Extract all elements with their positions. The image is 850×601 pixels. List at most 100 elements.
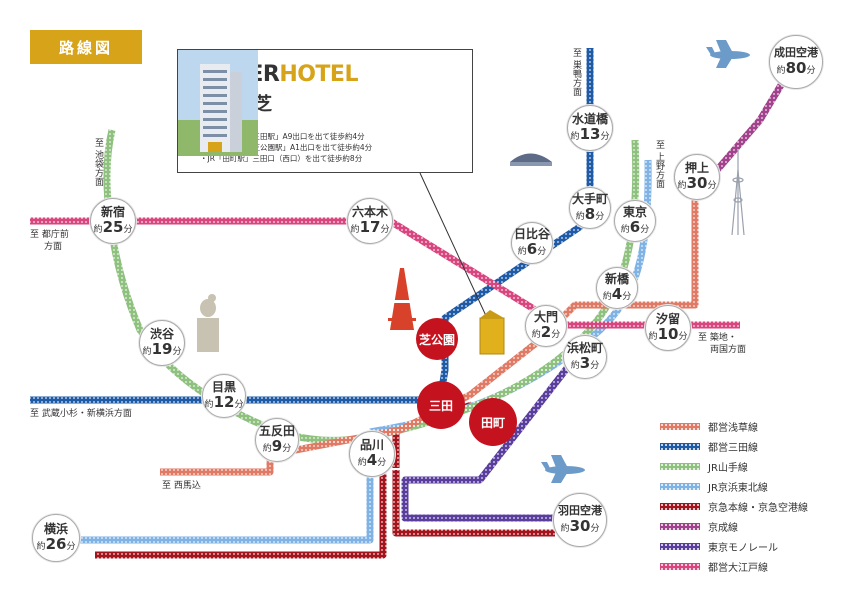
station-travel-time: 約13分 <box>571 126 610 145</box>
station-name: 六本木 <box>351 204 388 219</box>
time-prefix: 約 <box>350 224 360 235</box>
legend-item: JR京浜東北線 <box>660 478 850 496</box>
time-unit: 分 <box>172 346 182 357</box>
access-line: ・JR「田町駅」三田口（西口）を出て徒歩約8分 <box>200 154 363 163</box>
station-shiodome: 汐留約10分 <box>645 305 691 351</box>
station-travel-time: 約12分 <box>205 394 244 413</box>
station-travel-time: 約80分 <box>777 60 816 79</box>
hotel-station-mita: 三田 <box>417 381 465 429</box>
station-shinjuku: 新宿約25分 <box>90 198 136 244</box>
hotel-building-photo <box>178 50 258 156</box>
station-travel-time: 約2分 <box>532 324 560 343</box>
station-name: 渋谷 <box>149 326 174 341</box>
hotel-station-shibakoen: 芝公園 <box>416 318 458 360</box>
time-minutes: 17 <box>359 217 381 236</box>
station-travel-time: 約9分 <box>263 438 291 457</box>
station-travel-time: 約6分 <box>518 241 546 260</box>
airplane-icon-narita <box>706 40 750 68</box>
time-unit: 分 <box>640 224 650 235</box>
station-name: 浜松町 <box>566 340 603 355</box>
access-line: ・都営地下鉄「芝公園駅」A1出口を出て徒歩約4分 <box>200 143 373 152</box>
hotel-marker-icon <box>479 310 505 355</box>
station-hibiya: 日比谷約6分 <box>511 222 553 264</box>
time-minutes: 26 <box>45 534 67 553</box>
yamanote-line <box>103 129 640 444</box>
direction-tochomae-2: 方面 <box>44 242 63 252</box>
time-minutes: 2 <box>540 322 552 341</box>
station-oshiage: 押上約30分 <box>674 154 720 200</box>
station-shibuya: 渋谷約19分 <box>139 320 185 366</box>
legend-swatch <box>660 503 700 510</box>
station-yokohama: 横浜約26分 <box>32 514 80 562</box>
time-unit: 分 <box>590 360 600 371</box>
time-prefix: 約 <box>357 457 367 468</box>
time-prefix: 約 <box>570 131 580 142</box>
station-name: 押上 <box>684 160 709 175</box>
map-title: 路線図 <box>30 30 142 64</box>
station-name: 日比谷 <box>513 226 550 241</box>
time-prefix: 約 <box>776 65 786 76</box>
station-name: 目黒 <box>211 379 236 394</box>
time-prefix: 約 <box>575 211 585 222</box>
hotel-station-tamachi: 田町 <box>469 398 517 446</box>
station-name: 大門 <box>533 309 558 324</box>
direction-tsukiji-2: 両国方面 <box>710 345 747 355</box>
direction-tsukiji: 至 築地・ <box>698 333 737 343</box>
time-prefix: 約 <box>142 346 152 357</box>
hachiko-statue-icon <box>197 294 219 352</box>
time-unit: 分 <box>380 224 390 235</box>
station-roppongi: 六本木約17分 <box>347 198 393 244</box>
time-unit: 分 <box>595 211 605 222</box>
direction-sugamo: 至 巣鴨方面 <box>571 48 581 96</box>
station-travel-time: 約10分 <box>649 326 688 345</box>
time-prefix: 約 <box>570 360 580 371</box>
time-unit: 分 <box>282 443 292 454</box>
station-hamamatsucho: 浜松町約3分 <box>563 335 607 379</box>
legend-label: 都営大江戸線 <box>708 563 768 574</box>
time-prefix: 約 <box>677 180 687 191</box>
hotel-logo-hotel: HOTEL <box>279 62 358 87</box>
time-prefix: 約 <box>648 331 658 342</box>
time-minutes: 13 <box>579 124 601 143</box>
legend-label: 都営三田線 <box>708 443 758 454</box>
station-name: 成田空港 <box>774 45 818 59</box>
time-unit: 分 <box>622 291 632 302</box>
station-name: 五反田 <box>258 423 295 438</box>
station-otemachi: 大手町約8分 <box>569 187 611 229</box>
station-name: 新宿 <box>100 204 125 219</box>
time-prefix: 約 <box>602 291 612 302</box>
legend-swatch <box>660 463 700 470</box>
station-name: 大手町 <box>571 191 608 206</box>
station-name: 水道橋 <box>571 111 608 126</box>
legend-swatch <box>660 443 700 450</box>
direction-musashikosugi: 至 武蔵小杉・新横浜方面 <box>30 409 132 419</box>
station-travel-time: 約4分 <box>603 286 631 305</box>
station-daimon: 大門約2分 <box>525 305 567 347</box>
legend-label: 京急本線・京急空港線 <box>708 503 808 514</box>
direction-nishimagome: 至 西馬込 <box>162 481 201 491</box>
time-unit: 分 <box>806 65 816 76</box>
station-travel-time: 約25分 <box>94 219 133 238</box>
skytree-icon <box>731 150 745 236</box>
legend-swatch <box>660 563 700 570</box>
access-line: ・都営地下鉄「三田駅」A9出口を出て徒歩約4分 <box>200 132 365 141</box>
station-haneda: 羽田空港約30分 <box>553 493 607 547</box>
station-suidobashi: 水道橋約13分 <box>567 105 613 151</box>
station-travel-time: 約17分 <box>351 219 390 238</box>
time-unit: 分 <box>678 331 688 342</box>
direction-ikebukuro: 至 池袋方面 <box>93 138 103 186</box>
legend-label: JR山手線 <box>708 463 748 474</box>
station-travel-time: 約30分 <box>678 175 717 194</box>
time-minutes: 9 <box>271 436 283 455</box>
legend-item: 京成線 <box>660 518 850 536</box>
time-prefix: 約 <box>620 224 630 235</box>
time-prefix: 約 <box>204 399 214 410</box>
station-narita: 成田空港約80分 <box>769 35 823 89</box>
station-travel-time: 約3分 <box>571 355 599 374</box>
time-prefix: 約 <box>560 523 570 534</box>
time-minutes: 80 <box>785 58 807 77</box>
legend-swatch <box>660 483 700 490</box>
time-unit: 分 <box>234 399 244 410</box>
station-name: 横浜 <box>43 521 68 536</box>
time-minutes: 12 <box>213 392 235 411</box>
